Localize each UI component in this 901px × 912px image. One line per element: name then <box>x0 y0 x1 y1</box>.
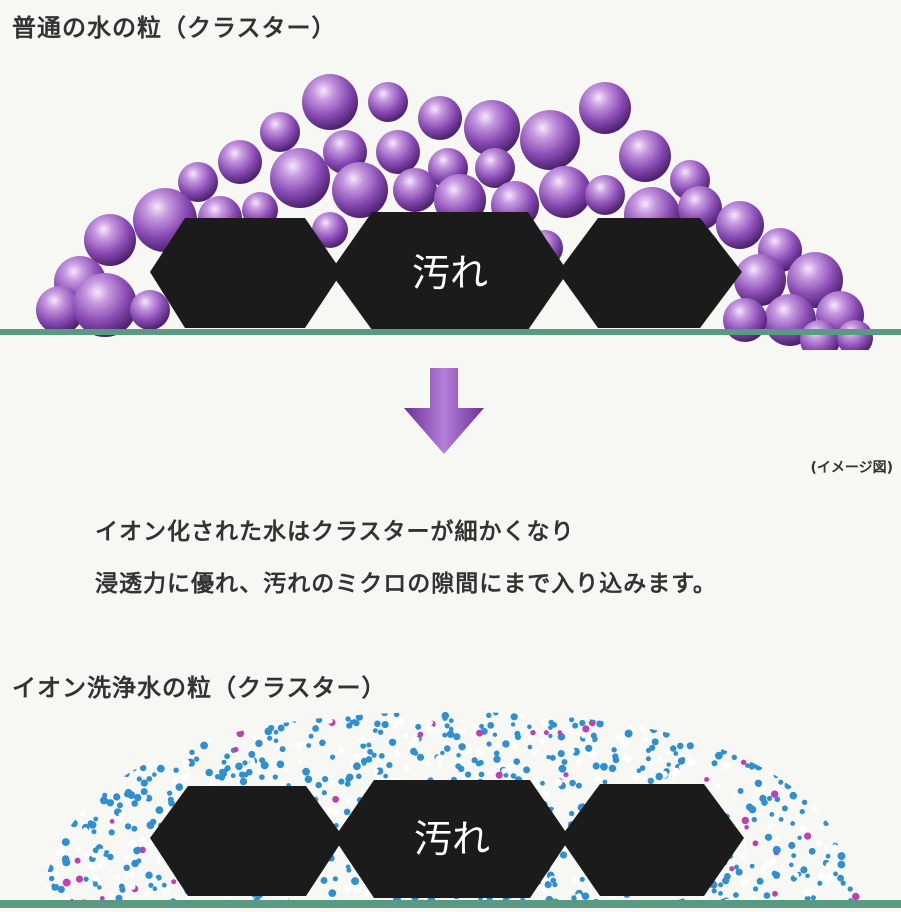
dirt-block-center <box>330 212 568 330</box>
image-note: (イメージ図) <box>810 460 893 476</box>
description-line-1: イオン化された水はクラスターが細かくなり <box>95 519 575 545</box>
normal-water-diagram: 汚れ <box>0 74 901 350</box>
dirt-block-left <box>150 218 342 328</box>
dirt-label-bottom: 汚れ <box>414 817 490 861</box>
normal-water-title: 普通の水の粒（クラスター） <box>12 14 337 42</box>
ion-water-title: イオン洗浄水の粒（クラスター） <box>12 674 387 702</box>
dirt-blocks <box>150 212 742 330</box>
description: イオン化された水はクラスターが細かくなり 浸透力に優れ、汚れのミクロの隙間にまで… <box>95 506 717 610</box>
description-line-2: 浸透力に優れ、汚れのミクロの隙間にまで入り込みます。 <box>95 571 717 597</box>
ground-line-top <box>0 329 901 335</box>
down-arrow-icon <box>404 368 484 454</box>
water-cluster-particles <box>36 74 873 350</box>
dirt-block-right <box>558 218 742 328</box>
dirt-block-center-bottom <box>334 780 570 898</box>
ion-water-diagram: 汚れ <box>0 712 901 908</box>
dirt-block-right-bottom <box>560 784 744 896</box>
dirt-block-left-bottom <box>150 786 344 896</box>
ground-line-bottom <box>0 900 901 908</box>
dirt-blocks-bottom <box>150 780 744 898</box>
dirt-label-top: 汚れ <box>412 251 488 295</box>
